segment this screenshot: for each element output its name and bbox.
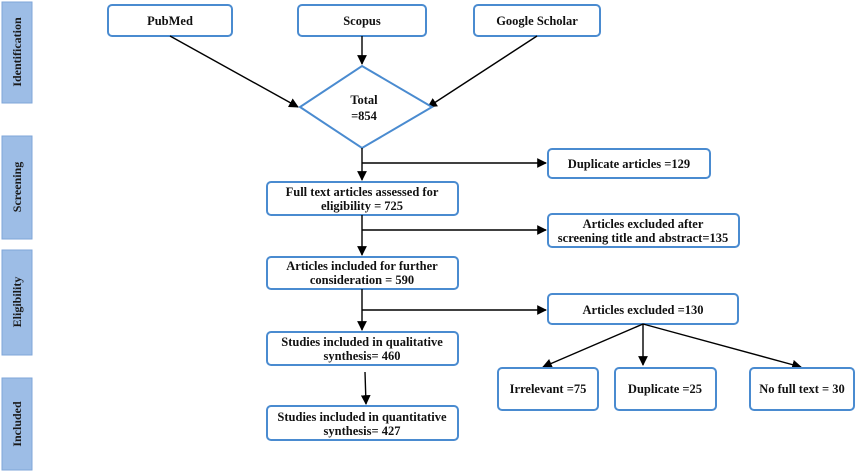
no-full-text-box: No full text = 30 [749, 367, 855, 411]
no-full-text-label: No full text = 30 [759, 382, 845, 396]
total-label: Total [350, 93, 378, 107]
stage-screening-label: Screening [10, 162, 24, 212]
title-abstract-excluded-line1: Articles excluded after [583, 217, 704, 231]
further-consideration-line2: consideration = 590 [310, 273, 414, 287]
full-text-assessed-box: Full text articles assessed for eligibil… [266, 181, 459, 216]
stage-eligibility-label: Eligibility [10, 277, 24, 328]
qualitative-synthesis-box: Studies included in qualitative synthesi… [266, 331, 459, 366]
full-text-assessed-line1: Full text articles assessed for [286, 185, 439, 199]
source-scopus-box: Scopus [297, 4, 427, 37]
source-scopus-label: Scopus [343, 14, 381, 28]
stage-identification-label: Identification [10, 17, 24, 87]
excluded-130-label: Articles excluded =130 [583, 303, 704, 317]
stage-eligibility: Eligibility [1, 249, 33, 356]
quantitative-synthesis-line1: Studies included in quantitative [277, 410, 447, 424]
total-value: =854 [351, 109, 378, 123]
stage-included-label: Included [10, 401, 24, 447]
irrelevant-box: Irrelevant =75 [497, 367, 599, 411]
title-abstract-excluded-box: Articles excluded after screening title … [547, 213, 740, 248]
arrow-pubmed-to-total [169, 35, 299, 108]
qualitative-synthesis-line2: synthesis= 460 [324, 349, 401, 363]
excluded-130-box: Articles excluded =130 [547, 293, 739, 325]
quantitative-synthesis-box: Studies included in quantitative synthes… [266, 405, 459, 441]
arrow-to-irrelevant [542, 323, 644, 369]
stage-identification: Identification [1, 1, 33, 104]
further-consideration-line1: Articles included for further [286, 259, 438, 273]
stage-screening: Screening [1, 135, 33, 240]
further-consideration-box: Articles included for further considerat… [266, 256, 459, 290]
stage-included: Included [1, 377, 33, 471]
duplicate-box: Duplicate =25 [614, 367, 717, 411]
source-google-scholar-box: Google Scholar [473, 4, 601, 37]
total-diamond: Total =854 [298, 64, 434, 150]
source-google-scholar-label: Google Scholar [496, 14, 578, 28]
duplicate-articles-label: Duplicate articles =129 [568, 157, 690, 171]
source-pubmed-box: PubMed [107, 4, 233, 37]
arrow-google-scholar-to-total [427, 35, 538, 108]
source-pubmed-label: PubMed [147, 14, 193, 28]
full-text-assessed-line2: eligibility = 725 [321, 199, 403, 213]
arrow-to-no-full-text [642, 323, 802, 370]
title-abstract-excluded-line2: screening title and abstract=135 [558, 231, 728, 245]
arrow-qualitative-to-quantitative [360, 371, 371, 405]
qualitative-synthesis-line1: Studies included in qualitative [281, 335, 443, 349]
duplicate-label: Duplicate =25 [628, 382, 702, 396]
quantitative-synthesis-line2: synthesis= 427 [324, 424, 401, 438]
irrelevant-label: Irrelevant =75 [510, 382, 587, 396]
duplicate-articles-box: Duplicate articles =129 [547, 148, 711, 179]
